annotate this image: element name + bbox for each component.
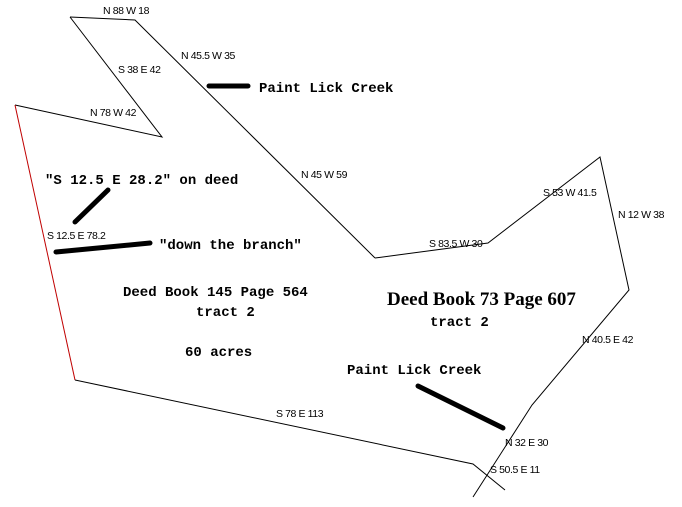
right-tract-subtitle: tract 2 bbox=[430, 315, 489, 331]
call-label: S 50.5 E 11 bbox=[490, 464, 540, 476]
call-label: N 32 E 30 bbox=[505, 437, 549, 449]
branch-marker bbox=[53, 240, 153, 255]
left-tract-boundary bbox=[14, 16, 506, 491]
west-boundary-line bbox=[14, 104, 76, 381]
right-tract-title: Deed Book 73 Page 607 bbox=[387, 289, 576, 310]
left-tract-acres: 60 acres bbox=[185, 345, 252, 361]
boundary-line bbox=[374, 156, 630, 498]
call-label: S 83.5 W 30 bbox=[429, 238, 483, 250]
deed-call-note: "S 12.5 E 28.2" on deed bbox=[45, 173, 238, 189]
right-tract-boundary bbox=[374, 156, 630, 498]
boundary-line bbox=[14, 16, 164, 138]
boundary-line bbox=[69, 16, 376, 259]
call-label: N 40.5 E 42 bbox=[582, 334, 634, 346]
creek-label-bottom: Paint Lick Creek bbox=[347, 363, 481, 379]
left-tract-subtitle: tract 2 bbox=[196, 305, 255, 321]
creek-label-top: Paint Lick Creek bbox=[259, 81, 393, 97]
call-label: S 38 E 42 bbox=[118, 64, 161, 76]
creek-marker-bottom bbox=[415, 383, 506, 431]
left-tract-title: Deed Book 145 Page 564 bbox=[123, 285, 308, 301]
call-label: S 53 W 41.5 bbox=[543, 187, 597, 199]
boundary-line bbox=[74, 379, 506, 491]
call-label: N 45 W 59 bbox=[301, 169, 348, 181]
deed-call-pointer bbox=[72, 187, 111, 225]
call-label: S 78 E 113 bbox=[276, 408, 324, 420]
branch-label: "down the branch" bbox=[159, 238, 302, 254]
call-label: N 78 W 42 bbox=[90, 107, 137, 119]
call-label: N 45.5 W 35 bbox=[181, 50, 236, 62]
call-label: N 12 W 38 bbox=[618, 209, 665, 221]
call-label: S 12.5 E 78.2 bbox=[47, 230, 106, 242]
call-label: N 88 W 18 bbox=[103, 5, 150, 17]
